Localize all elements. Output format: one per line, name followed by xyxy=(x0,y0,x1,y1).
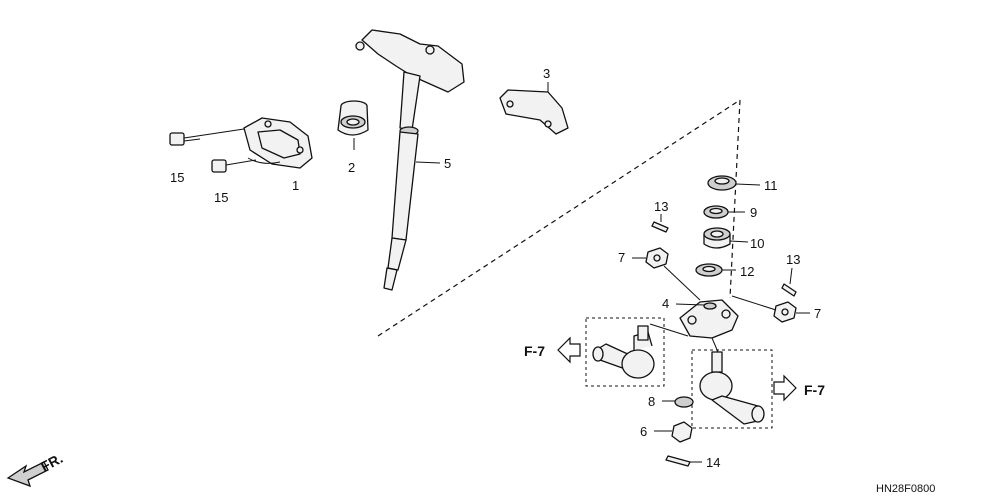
callout-10: 10 xyxy=(750,236,764,251)
part-1-column-bracket xyxy=(243,117,313,169)
callout-12: 12 xyxy=(740,264,754,279)
callout-2: 2 xyxy=(348,160,355,175)
part-13-cotter-pin-right xyxy=(781,267,797,297)
part-10-bushing xyxy=(703,227,749,249)
callout-13-right: 13 xyxy=(786,252,800,267)
callout-7-right: 7 xyxy=(814,306,821,321)
part-12-seal xyxy=(695,263,736,277)
callout-11: 11 xyxy=(764,178,778,193)
callout-1: 1 xyxy=(292,178,299,193)
part-3-plate xyxy=(499,82,569,135)
ref-arrow-left xyxy=(557,336,581,364)
part-5-steering-shaft xyxy=(355,29,465,291)
part-7-nut-left xyxy=(632,247,701,301)
part-15-bolt-lower xyxy=(211,159,257,173)
callout-7-left: 7 xyxy=(618,250,625,265)
part-14-cotter-pin xyxy=(665,455,702,467)
callout-15-upper: 15 xyxy=(170,170,184,185)
part-7-nut-right xyxy=(731,295,810,323)
callout-3: 3 xyxy=(543,66,550,81)
part-8-washer xyxy=(662,396,694,408)
assembly-bracket-lines xyxy=(377,99,741,337)
tie-rod-end-right xyxy=(691,349,773,429)
callout-13-left: 13 xyxy=(654,199,668,214)
callout-14: 14 xyxy=(706,455,720,470)
ref-arrow-right xyxy=(773,374,797,402)
callout-8: 8 xyxy=(648,394,655,409)
tie-rod-end-left xyxy=(585,317,665,387)
part-15-bolt-upper xyxy=(169,128,245,146)
part-11-seal xyxy=(707,175,761,191)
callout-15-lower: 15 xyxy=(214,190,228,205)
diagram-code: HN28F0800 xyxy=(876,483,935,495)
part-2-bushing xyxy=(337,100,369,150)
ref-label-left: F-7 xyxy=(524,343,545,359)
callout-4: 4 xyxy=(662,296,669,311)
part-9-washer xyxy=(703,205,745,219)
callout-9: 9 xyxy=(750,205,757,220)
callout-5: 5 xyxy=(444,156,451,171)
part-6-nut xyxy=(654,421,693,443)
part-13-cotter-pin-left xyxy=(651,214,669,233)
ref-label-right: F-7 xyxy=(804,382,825,398)
callout-6: 6 xyxy=(640,424,647,439)
front-direction-arrow xyxy=(6,461,49,488)
part-4-steering-arm xyxy=(649,299,739,353)
